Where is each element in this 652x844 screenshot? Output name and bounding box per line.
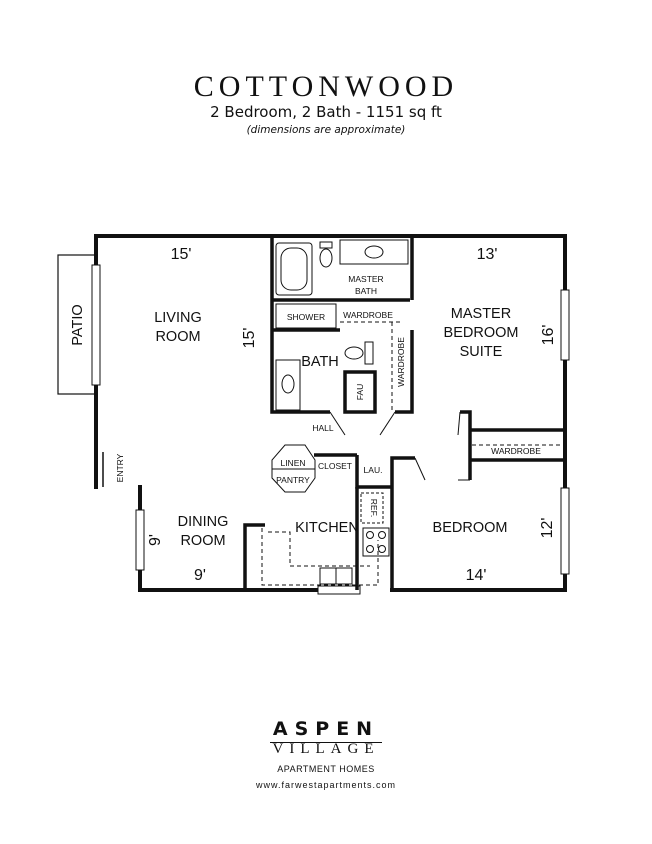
master-bath-label-1: MASTER (348, 274, 383, 284)
bedroom-height: 12' (539, 518, 556, 539)
master-width: 13' (477, 246, 498, 263)
window-living (91, 264, 101, 386)
interior-walls (243, 236, 565, 590)
dining-height: 9' (147, 534, 164, 546)
living-label-1: LIVING (154, 310, 202, 326)
bath-label: BATH (301, 354, 339, 370)
dining-label-2: ROOM (180, 533, 225, 549)
door-swings (329, 411, 470, 481)
toilet-bath (344, 346, 364, 360)
windows (91, 264, 570, 595)
plan-title: COTTONWOOD (193, 70, 459, 103)
living-height: 15' (241, 328, 258, 349)
dining-width: 9' (194, 567, 206, 584)
living-width: 15' (171, 246, 192, 263)
tub (275, 242, 313, 296)
toilet-master (319, 248, 333, 268)
living-label-2: ROOM (155, 329, 200, 345)
dimensions-note: (dimensions are approximate) (246, 124, 406, 136)
plan-subtitle: 2 Bedroom, 2 Bath - 1151 sq ft (210, 103, 442, 121)
bedroom-width: 14' (466, 567, 487, 584)
logo-sub: VILLAGE (272, 741, 380, 757)
closet-label: CLOSET (318, 461, 352, 471)
logo-divider (270, 742, 382, 743)
master-bath-label-2: BATH (355, 286, 377, 296)
master-suite-label-3: SUITE (460, 344, 503, 360)
lau-label: LAU. (364, 465, 383, 475)
linen-pantry (271, 444, 316, 493)
bedroom-label: BEDROOM (433, 520, 508, 536)
patio: PATIO (57, 254, 97, 395)
pantry-label: PANTRY (276, 475, 310, 485)
master-height: 16' (540, 325, 557, 346)
fixtures (261, 239, 562, 586)
window-dining (135, 509, 145, 571)
linen-label: LINEN (280, 458, 305, 468)
logo-name: ASPEN (272, 718, 380, 740)
ref-label: REF. (369, 499, 379, 517)
master-suite-label-2: BEDROOM (444, 325, 519, 341)
website-link[interactable]: www.farwestapartments.com (255, 780, 397, 790)
sink-bath (281, 374, 295, 394)
wardrobe-bedroom-label: WARDROBE (491, 446, 541, 456)
dining-label-1: DINING (178, 514, 229, 530)
window-kitchen (317, 585, 361, 595)
patio-label: PATIO (70, 304, 86, 345)
kitchen-label: KITCHEN (295, 520, 359, 536)
window-bedroom (560, 487, 570, 575)
fau-label: FAU (355, 384, 365, 401)
wardrobe-top-label: WARDROBE (343, 310, 393, 320)
shower-label: SHOWER (287, 312, 325, 322)
refrigerator (360, 492, 384, 524)
sink-master (364, 245, 384, 259)
logo-tagline: APARTMENT HOMES (277, 764, 375, 774)
shower-box (275, 303, 337, 329)
entry-label: ENTRY (115, 453, 125, 482)
wardrobe-side-label: WARDROBE (396, 337, 406, 387)
window-master (560, 289, 570, 361)
stove (362, 527, 390, 557)
hall-label: HALL (312, 423, 334, 433)
master-suite-label-1: MASTER (451, 306, 511, 322)
